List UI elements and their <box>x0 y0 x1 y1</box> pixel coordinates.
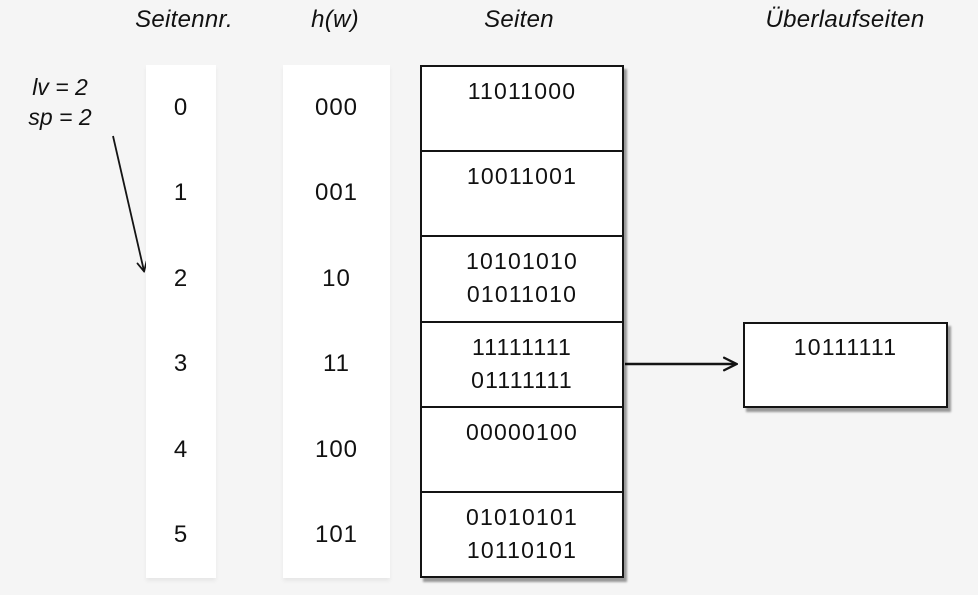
hash-cell-2: 10 <box>322 264 351 292</box>
page-row-3: 11111111 01111111 <box>422 320 622 406</box>
page-entry <box>422 193 622 226</box>
hash-cell-4: 100 <box>314 435 359 463</box>
state-annotation: lv = 2 sp = 2 <box>14 72 106 132</box>
pageno-cell-2: 2 <box>173 264 189 292</box>
hash-cell-3: 11 <box>323 350 350 378</box>
split-pointer-value: sp = 2 <box>28 104 92 130</box>
page-row-1: 10011001 <box>422 150 622 235</box>
page-entry: 11011000 <box>467 78 577 104</box>
pageno-cell-3: 3 <box>173 350 189 378</box>
page-row-5: 01010101 10110101 <box>422 490 622 576</box>
hash-cell-1: 001 <box>314 179 359 207</box>
pageno-cell-0: 0 <box>173 93 189 121</box>
page-entry: 01111111 <box>471 366 573 393</box>
page-entry <box>422 108 622 141</box>
pages-table: 11011000 10011001 10101010 01011010 1111… <box>420 65 624 578</box>
page-row-2: 10101010 01011010 <box>422 235 622 320</box>
level-value: lv = 2 <box>32 74 88 100</box>
page-row-0: 11011000 <box>422 67 622 150</box>
page-entry: 10011001 <box>466 163 578 190</box>
hash-cell-5: 101 <box>314 521 359 549</box>
page-entry: 00000100 <box>466 418 578 445</box>
page-entry <box>422 449 622 482</box>
pageno-column: 0 1 2 3 4 5 <box>146 65 216 578</box>
header-ueberlaufseiten: Überlaufseiten <box>765 6 925 33</box>
hash-column: 000 001 10 11 100 101 <box>283 65 390 578</box>
page-entry: 01010101 <box>466 503 578 530</box>
pageno-cell-1: 1 <box>173 179 189 207</box>
overflow-page-box: 10111111 <box>743 322 948 408</box>
header-hash-function: h(w) <box>311 6 359 33</box>
overflow-entry: 10111111 <box>793 334 898 360</box>
page-entry: 10101010 <box>466 248 578 275</box>
page-entry: 01011010 <box>466 281 578 308</box>
page-entry: 10110101 <box>466 536 578 563</box>
split-pointer-arrow <box>112 135 144 271</box>
page-entry: 11111111 <box>472 333 572 360</box>
header-seitennr: Seitennr. <box>135 6 233 33</box>
pageno-cell-4: 4 <box>173 435 189 463</box>
hash-cell-0: 000 <box>314 93 359 121</box>
pageno-cell-5: 5 <box>173 521 189 549</box>
page-row-4: 00000100 <box>422 405 622 491</box>
header-seiten: Seiten <box>484 6 554 33</box>
